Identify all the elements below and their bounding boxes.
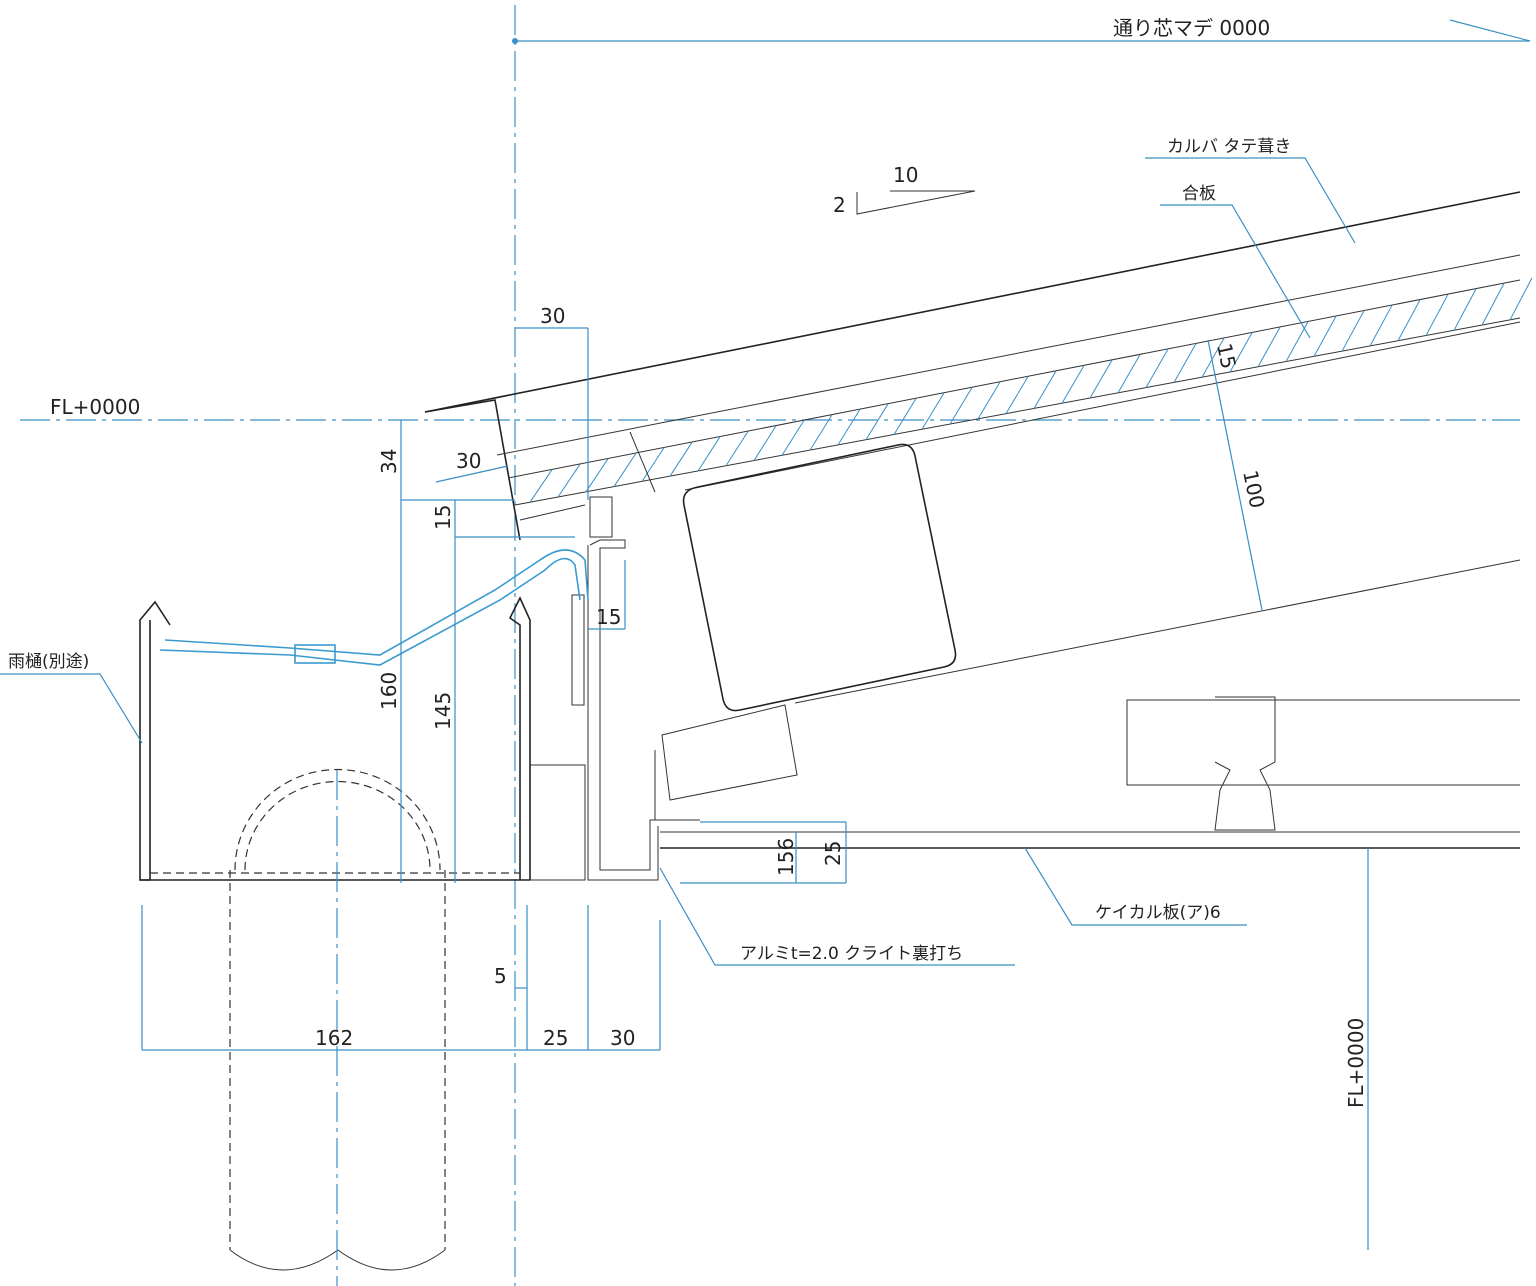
label-aluminum: アルミt=2.0 クライト裏打ち xyxy=(740,943,963,964)
hatch-line xyxy=(1229,332,1253,373)
hatch-line xyxy=(669,442,693,477)
dim-100: 100 xyxy=(1238,468,1269,510)
hatch-line xyxy=(1033,370,1057,409)
hatch-line xyxy=(1061,365,1085,404)
downpipe xyxy=(229,768,446,1286)
hatch-line xyxy=(585,458,609,493)
dim-15-left: 15 xyxy=(431,505,455,530)
hatch-line xyxy=(1425,294,1449,336)
aluminum-fascia xyxy=(529,496,700,881)
hatch-line xyxy=(529,469,553,503)
hatch-line xyxy=(753,425,777,461)
label-plywood: 合板 xyxy=(1182,184,1216,204)
hatch-line xyxy=(725,431,749,467)
dim-5: 5 xyxy=(494,964,507,988)
hatch-line xyxy=(921,392,945,430)
hatch-line xyxy=(1453,288,1477,331)
dim-30-bottom: 30 xyxy=(610,1026,635,1050)
hatch-line xyxy=(1369,305,1393,347)
hatch-line xyxy=(781,420,805,456)
hatch-line xyxy=(1173,343,1197,383)
dimension-dot xyxy=(512,38,518,44)
wing-nut-icon xyxy=(294,644,336,664)
ceiling-board xyxy=(660,831,1520,849)
dim-160: 160 xyxy=(377,672,401,710)
roof-assembly xyxy=(424,191,1521,541)
floor-level-right-label: FL+0000 xyxy=(1344,1018,1368,1108)
dim-15-roof: 15 xyxy=(1212,341,1241,371)
hatch-line xyxy=(1341,310,1365,352)
hatch-line xyxy=(949,387,973,425)
hatch-line xyxy=(1285,321,1309,362)
leader-lines xyxy=(0,157,1356,966)
hatch-line xyxy=(1005,376,1029,414)
hatch-line xyxy=(1257,326,1281,368)
steel-rafter xyxy=(654,321,1521,821)
dim-30-eave: 30 xyxy=(456,449,481,473)
rain-gutter xyxy=(139,549,589,881)
plywood-hatch xyxy=(529,277,1533,503)
dim-34: 34 xyxy=(377,449,401,474)
hatch-line xyxy=(893,398,917,435)
dim-145: 145 xyxy=(431,692,455,730)
hatch-line xyxy=(641,447,665,482)
hatch-line xyxy=(1481,283,1505,326)
hatch-line xyxy=(557,463,581,498)
dim-30-top: 30 xyxy=(540,304,565,328)
hatch-line xyxy=(697,436,721,472)
dim-25-right: 25 xyxy=(821,841,845,866)
floor-level-left-label: FL+0000 xyxy=(50,395,140,419)
hatch-line xyxy=(613,452,637,487)
hatch-line xyxy=(1089,359,1113,399)
beam-section xyxy=(1126,696,1520,831)
top-dimension-label: 通り芯マデ 0000 xyxy=(1113,16,1270,40)
hatch-line xyxy=(1145,348,1169,388)
slope-symbol: 10 2 xyxy=(833,163,976,217)
slope-rise: 2 xyxy=(833,193,846,217)
dim-156: 156 xyxy=(774,838,798,876)
hatch-line xyxy=(1117,354,1141,394)
label-calcium-board: ケイカル板(ア)6 xyxy=(1095,903,1221,923)
label-roofing: カルバ タテ葺き xyxy=(1167,137,1291,157)
backing-block xyxy=(589,496,613,538)
hatch-line xyxy=(1201,337,1225,378)
hatch-line xyxy=(1509,277,1533,321)
dim-25-bottom: 25 xyxy=(543,1026,568,1050)
top-dimension-leader xyxy=(1449,19,1531,42)
hatch-line xyxy=(1397,299,1421,341)
slope-run: 10 xyxy=(893,163,918,187)
hatch-line xyxy=(977,381,1001,420)
dimension-lines xyxy=(141,327,1369,1250)
screw-icon xyxy=(629,431,656,493)
dim-15-mid: 15 xyxy=(596,605,621,629)
hatch-line xyxy=(809,414,833,451)
dim-162: 162 xyxy=(315,1026,353,1050)
hatch-line xyxy=(837,409,861,446)
hatch-line xyxy=(1313,316,1337,357)
label-gutter: 雨樋(別途) xyxy=(8,652,89,672)
hatch-line xyxy=(865,403,889,440)
